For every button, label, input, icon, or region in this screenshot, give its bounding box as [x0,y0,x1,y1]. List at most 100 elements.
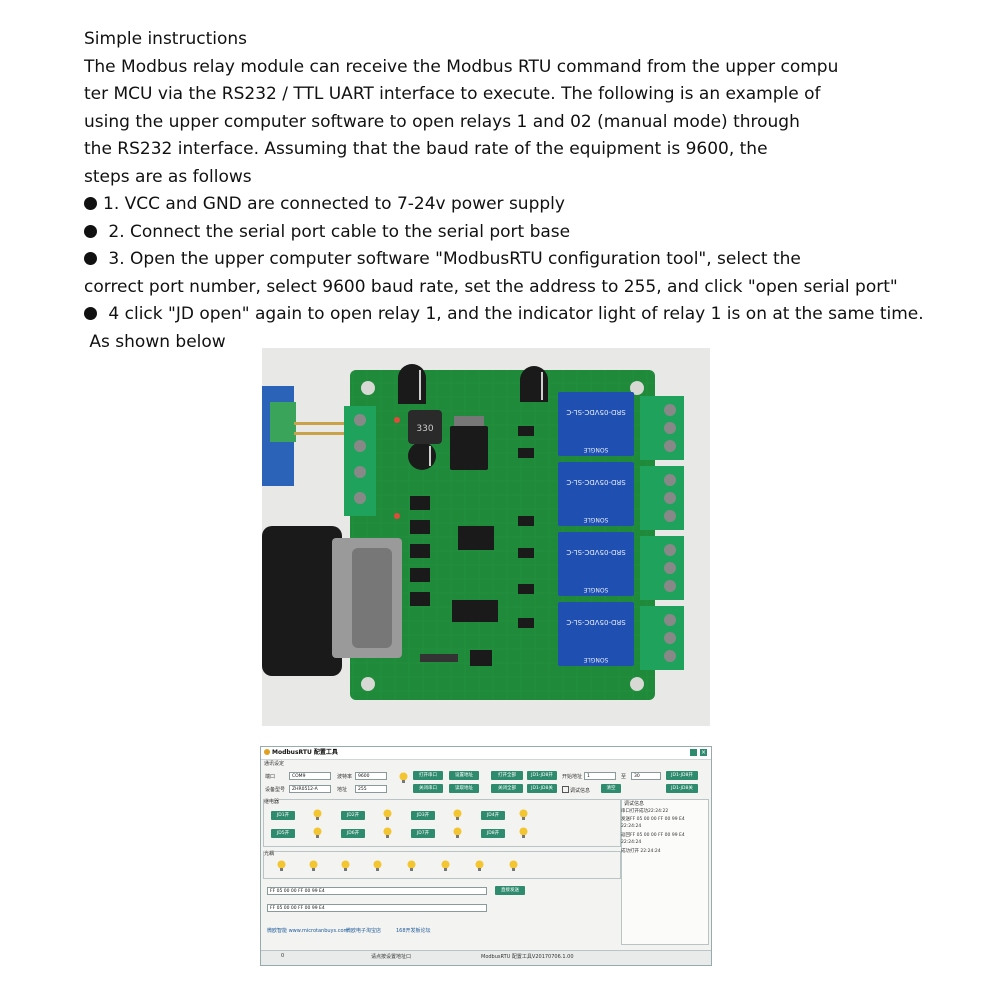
relay-label: SRD-05VDC-SL-C [566,478,625,486]
relay-5-bulb-icon [313,827,322,838]
relay-4: SRD-05VDC-SL-C SONGLE [558,602,634,666]
jd-close-range-button[interactable]: JD1-JD8关 [527,784,557,793]
set-address-button[interactable]: 设置地址 [449,771,479,780]
address-label: 地址 [337,787,348,793]
relay-6-bulb-icon [383,827,392,838]
log-line: 返回FF 05 00 00 FF 00 99 E4 [621,833,685,838]
jd6-open-button[interactable]: JD6开 [341,829,365,838]
taobao-link[interactable]: 微欧电子淘宝店 [346,928,382,934]
minimize-icon[interactable] [690,749,697,756]
end-address-input[interactable]: 30 [631,772,661,780]
log-line: 22:24:24 [621,824,642,829]
debug-checkbox[interactable]: 调试信息 [562,786,590,794]
bullet-icon [84,197,97,210]
paragraph-line: using the upper computer software to ope… [84,111,800,132]
jd2-open-button[interactable]: JD2开 [341,811,365,820]
relay-3-bulb-icon [453,809,462,820]
mounting-hole [630,381,644,395]
right-terminal-blocks [640,396,684,670]
close-icon[interactable]: × [700,749,707,756]
send-input[interactable]: FF 05 00 00 FF 00 99 E4 [267,887,487,895]
relay-7-bulb-icon [453,827,462,838]
status-version: ModbusRTU 配置工具V20170706.1.00 [481,954,574,960]
model-select[interactable]: ZHR0512-A [289,785,331,793]
regulator-chip [450,426,488,470]
relay-module-illustration: 330 SRD-05VDC-SL-C S [262,348,710,726]
start-address-label: 开始地址 [562,774,583,780]
modbus-tool-window: ModbusRTU 配置工具 × 通讯设定 端口 COM9 波特率 9600 设… [260,746,712,966]
relay-brand: SONGLE [583,656,608,663]
jd4-open-button[interactable]: JD4开 [481,811,505,820]
address-input[interactable]: 255 [355,785,387,793]
baud-select[interactable]: 9600 [355,772,387,780]
instructions-text: Simple instructions The Modbus relay mod… [84,26,964,356]
relay-module-photo: 330 SRD-05VDC-SL-C S [262,348,710,726]
step-text: 1. VCC and GND are connected to 7-24v po… [103,194,565,214]
start-address-input[interactable]: 1 [584,772,616,780]
jd7-open-button[interactable]: JD7开 [411,829,435,838]
close-all-button[interactable]: 关闭全部 [491,784,523,793]
as-shown-text: As shown below [89,331,226,352]
relay-label: SRD-05VDC-SL-C [566,548,625,556]
jd5-open-button[interactable]: JD5开 [271,829,295,838]
optocoupler-group-label: 光耦 [264,850,275,857]
website-link[interactable]: 微欧智能 www.microtanbuys.com [267,928,349,934]
capacitor [408,442,436,470]
jd1-open-button[interactable]: JD1开 [271,811,295,820]
open-port-button[interactable]: 打开串口 [413,771,443,780]
range-open-button[interactable]: JD1-JD8开 [666,771,698,780]
step-3-continued: correct port number, select 9600 baud ra… [84,276,898,297]
paragraph-line: ter MCU via the RS232 / TTL UART interfa… [84,84,821,104]
jd-open-range-button[interactable]: JD1-JD8开 [527,771,557,780]
paragraph-line: the RS232 interface. Assuming that the b… [84,139,768,159]
app-icon [264,749,270,755]
step-text: 4 click "JD open" again to open relay 1,… [103,304,924,324]
forum-link[interactable]: 168开发板论坛 [396,928,431,934]
send-button[interactable]: 直接发送 [495,886,525,895]
jd8-open-button[interactable]: JD8开 [481,829,505,838]
log-line: 发送FF 05 00 00 FF 00 99 E4 [621,817,685,822]
to-label: 至 [621,774,627,780]
debug-panel [621,799,709,945]
pin-header [420,654,458,662]
debug-panel-title: 调试信息 [624,801,645,807]
bullet-icon [84,252,97,265]
inductor: 330 [408,410,442,444]
open-all-button[interactable]: 打开全部 [491,771,523,780]
step-3: 3. Open the upper computer software "Mod… [84,246,964,274]
input-8-bulb-icon [509,860,518,871]
relay-label: SRD-05VDC-SL-C [566,408,625,416]
relay-brand: SONGLE [583,516,608,523]
relay-group [263,799,621,847]
step-4: 4 click "JD open" again to open relay 1,… [84,301,964,329]
relay-3: SRD-05VDC-SL-C SONGLE [558,532,634,596]
relay-1: SRD-05VDC-SL-C SONGLE [558,392,634,456]
input-5-bulb-icon [407,860,416,871]
receive-field: FF 05 00 00 FF 00 99 E4 [267,904,487,912]
close-port-button[interactable]: 关闭串口 [413,784,443,793]
jd3-open-button[interactable]: JD3开 [411,811,435,820]
step-1: 1. VCC and GND are connected to 7-24v po… [84,191,964,219]
bullet-icon [84,224,97,238]
relay-4-bulb-icon [519,809,528,820]
port-label: 端口 [265,774,276,780]
relay-group-label: 继电器 [264,798,280,805]
paragraph-line: The Modbus relay module can receive the … [84,56,839,77]
clear-button[interactable]: 清空 [601,784,621,793]
serial-settings-label: 通讯设定 [264,761,285,767]
mcu-chip [458,526,494,550]
optocoupler-row [410,496,430,606]
log-line: 串口打开成功22:24:22 [621,809,669,814]
read-address-button[interactable]: 读取地址 [449,784,479,793]
step-text: 2. Connect the serial port cable to the … [103,221,571,242]
step-text: 3. Open the upper computer software "Mod… [103,249,801,269]
mounting-hole [630,677,644,691]
checkbox-icon[interactable] [562,786,569,793]
range-close-button[interactable]: JD1-JD8关 [666,784,698,793]
port-select[interactable]: COM9 [289,772,331,780]
input-1-bulb-icon [277,860,286,871]
model-label: 设备型号 [265,787,286,793]
regulator-tab [454,416,484,426]
mounting-hole [361,381,375,395]
paragraph-line: steps are as follows [84,166,252,187]
